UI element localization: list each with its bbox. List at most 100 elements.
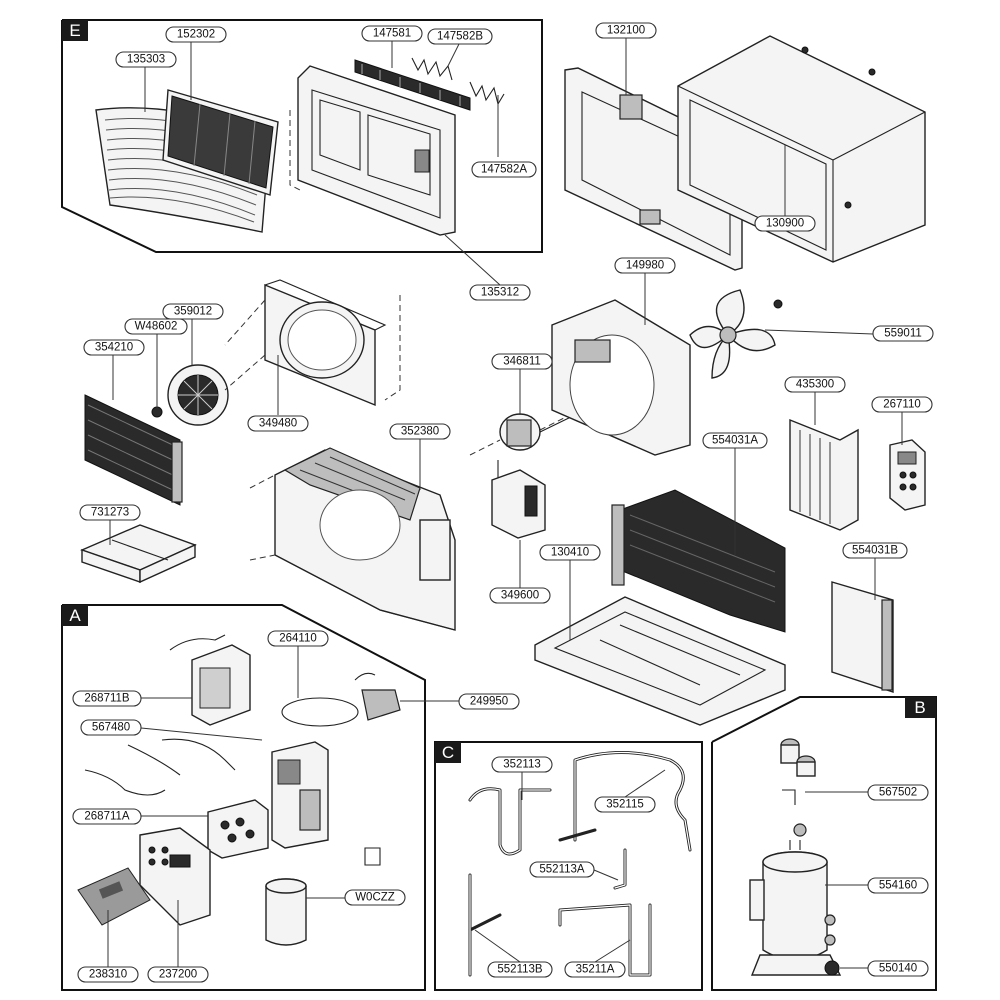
tube-352113 <box>468 787 552 856</box>
motor-346811 <box>469 404 591 456</box>
callout-264110: 264110 <box>267 630 329 647</box>
front-panel-135312 <box>297 65 456 236</box>
section-b-frame: B <box>711 696 937 991</box>
svg-text:352380: 352380 <box>401 426 439 438</box>
callout-359012: 359012 <box>162 303 224 320</box>
callout-238310: 238310 <box>77 966 139 983</box>
fan-blower-359012 <box>167 364 229 426</box>
svg-text:346811: 346811 <box>503 356 541 368</box>
callout-130410: 130410 <box>539 544 601 561</box>
svg-text:354210: 354210 <box>95 342 133 354</box>
callout-346811: 346811 <box>491 353 553 370</box>
callout-731273: 731273 <box>79 504 141 521</box>
svg-text:135303: 135303 <box>127 54 165 66</box>
callout-567480: 567480 <box>80 719 142 736</box>
callout-130900: 130900 <box>754 215 816 232</box>
svg-text:567480: 567480 <box>92 722 130 734</box>
callout-149980: 149980 <box>614 257 676 274</box>
svg-text:147582A: 147582A <box>481 164 527 176</box>
wire-harness-567480 <box>84 738 236 796</box>
callout-435300: 435300 <box>784 376 846 393</box>
svg-text:132100: 132100 <box>607 25 645 37</box>
callout-354210: 354210 <box>83 339 145 356</box>
svg-text:135312: 135312 <box>481 287 519 299</box>
base-packing-731273 <box>80 524 197 584</box>
pcb-268711A <box>207 799 269 859</box>
svg-text:554160: 554160 <box>879 880 917 892</box>
tube-352115 <box>558 751 692 852</box>
condenser-354210 <box>84 394 183 506</box>
section-a-frame: A <box>61 604 426 991</box>
callout-552113A: 552113A <box>529 861 595 878</box>
svg-text:249950: 249950 <box>470 696 508 708</box>
callout-352115: 352115 <box>594 796 656 813</box>
grommet-550140 <box>824 914 840 976</box>
svg-text:550140: 550140 <box>879 963 917 975</box>
callout-567502: 567502 <box>867 784 929 801</box>
fan-shroud-149980 <box>551 299 691 456</box>
svg-text:435300: 435300 <box>796 379 834 391</box>
overload-567502 <box>780 738 816 837</box>
callout-550140: 550140 <box>867 960 929 977</box>
air-filter-152302 <box>162 89 279 196</box>
svg-text:149980: 149980 <box>626 260 664 272</box>
callout-559011: 559011 <box>872 325 934 342</box>
evaporator-435300 <box>789 418 859 531</box>
svg-text:552113B: 552113B <box>497 964 543 976</box>
callout-W48602: W48602 <box>124 318 188 335</box>
svg-text:152302: 152302 <box>177 29 215 41</box>
shroud-guides <box>224 299 266 391</box>
callout-268711A: 268711A <box>72 808 142 825</box>
callout-237200: 237200 <box>147 966 209 983</box>
callout-552113B: 552113B <box>487 961 553 978</box>
mount-guides <box>249 474 276 561</box>
svg-text:W0CZZ: W0CZZ <box>355 892 395 904</box>
svg-text:559011: 559011 <box>884 328 922 340</box>
remote-267110 <box>889 439 926 511</box>
capacitor-W0CZZ <box>265 878 307 946</box>
section-a-label: A <box>69 606 81 625</box>
louver-147581 <box>354 59 471 111</box>
callout-152302: 152302 <box>165 26 227 43</box>
decor-plate-238310 <box>77 867 151 926</box>
svg-text:147582B: 147582B <box>437 31 483 43</box>
callout-35211A: 35211A <box>564 961 626 978</box>
clip-part <box>364 847 381 866</box>
callout-554031A: 554031A <box>702 432 768 449</box>
motor-bracket-349600 <box>491 460 546 539</box>
leader-lines <box>107 38 903 969</box>
control-box-268711B <box>169 634 251 726</box>
compressor-554160 <box>749 840 842 976</box>
svg-text:264110: 264110 <box>279 633 317 645</box>
svg-text:352113: 352113 <box>503 759 541 771</box>
svg-text:349480: 349480 <box>259 418 297 430</box>
section-b-label: B <box>914 698 925 717</box>
svg-text:237200: 237200 <box>159 969 197 981</box>
callout-135312: 135312 <box>469 284 531 301</box>
callout-147581: 147581 <box>361 25 423 42</box>
side-panel-554031B <box>831 581 894 693</box>
condenser-coil-554031A <box>611 489 786 633</box>
callout-W0CZZ: W0CZZ <box>344 889 406 906</box>
power-cord-264110 <box>281 672 401 727</box>
callout-349480: 349480 <box>247 415 309 432</box>
callout-554160: 554160 <box>867 877 929 894</box>
callout-249950: 249950 <box>458 693 520 710</box>
svg-text:352115: 352115 <box>606 799 644 811</box>
svg-text:35211A: 35211A <box>576 964 615 976</box>
callout-135303: 135303 <box>115 51 177 68</box>
tube-552113A <box>613 848 627 890</box>
electrical-box-249950 <box>271 741 329 849</box>
callout-267110: 267110 <box>871 396 933 413</box>
callout-349600: 349600 <box>489 587 551 604</box>
fan-blade-559011 <box>689 289 783 379</box>
svg-text:W48602: W48602 <box>135 321 178 333</box>
callout-352380: 352380 <box>389 423 451 440</box>
svg-text:552113A: 552113A <box>539 864 585 876</box>
svg-text:147581: 147581 <box>373 28 411 40</box>
motor-mount-352380 <box>274 447 456 631</box>
section-c-frame: C <box>434 741 703 991</box>
svg-text:359012: 359012 <box>174 306 212 318</box>
svg-text:238310: 238310 <box>89 969 127 981</box>
